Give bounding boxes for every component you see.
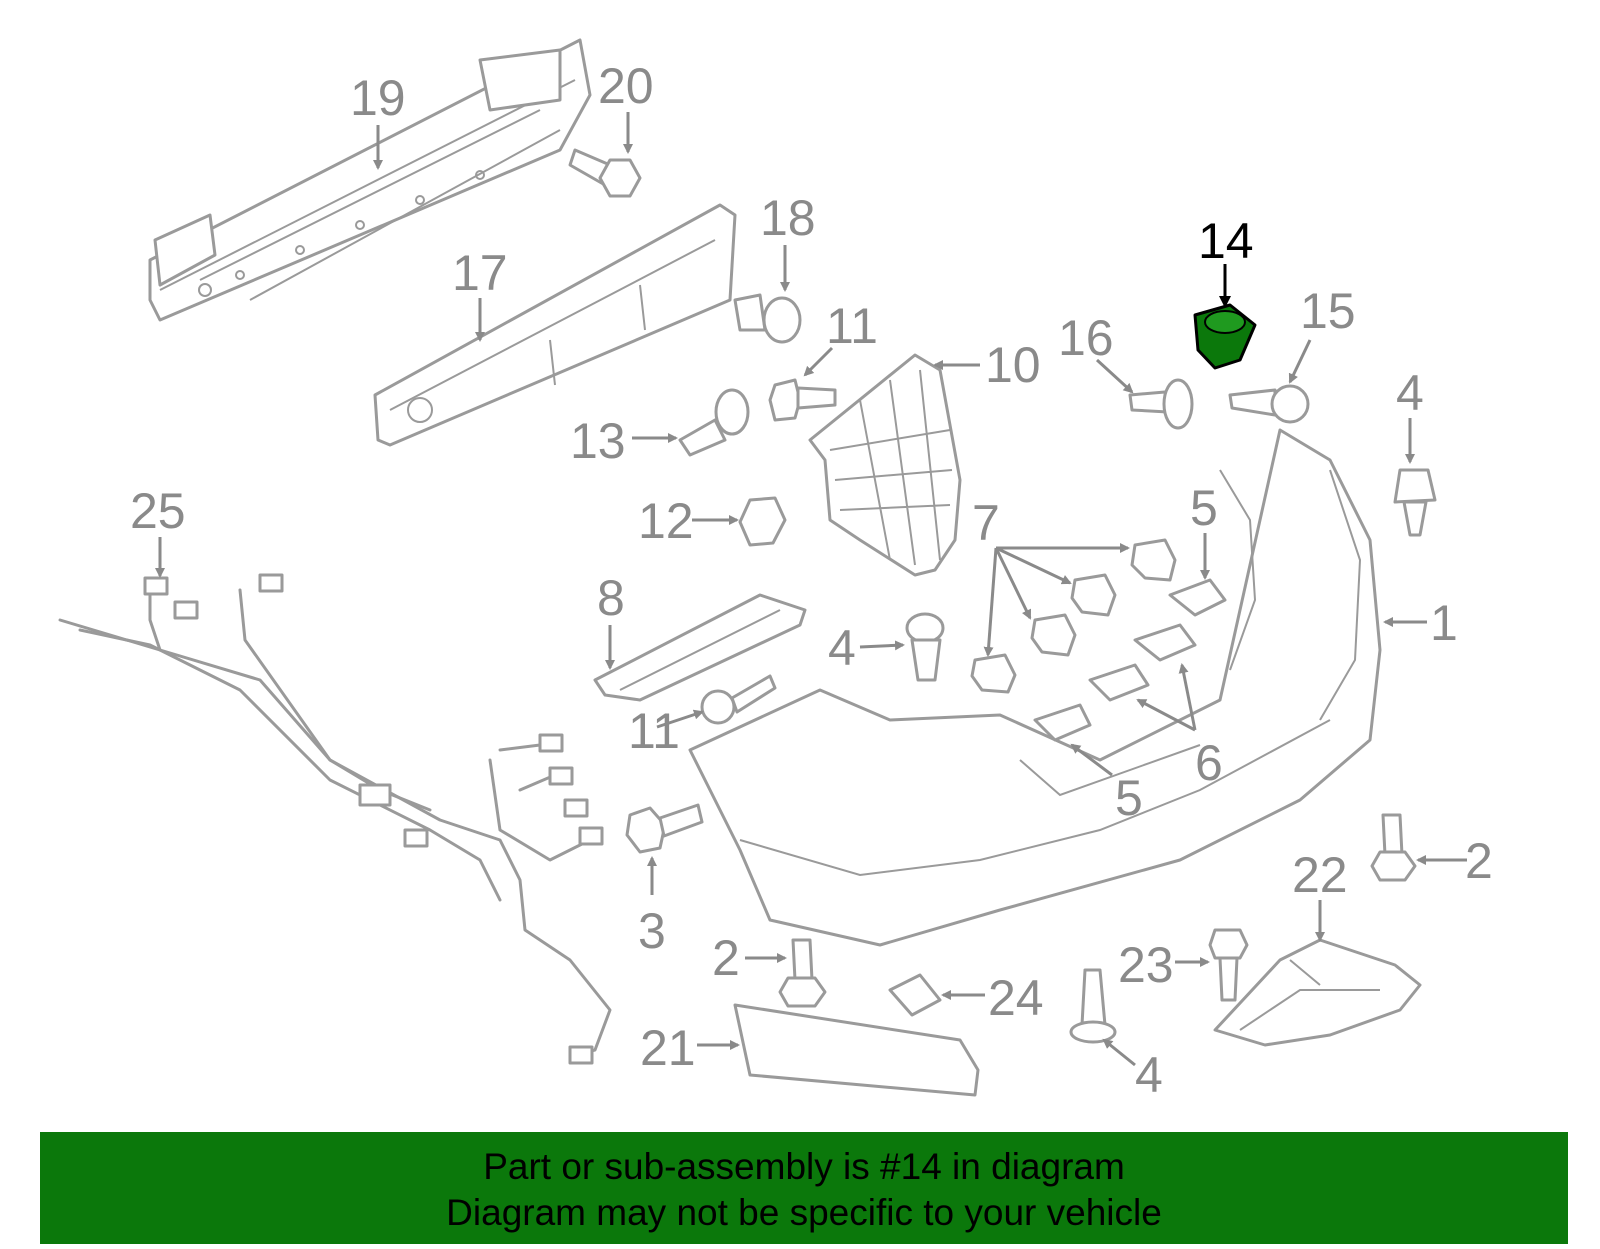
part-4-push-pin-middle xyxy=(905,612,945,682)
callout-24: 24 xyxy=(988,970,1044,1026)
part-12-nut xyxy=(738,496,787,547)
callout-15: 15 xyxy=(1300,283,1356,339)
callout-25: 25 xyxy=(130,483,186,539)
callout-12: 12 xyxy=(638,493,694,549)
part-5-6-retainers xyxy=(1033,578,1227,742)
callout-2-right: 2 xyxy=(1465,833,1493,889)
part-4-push-pin-right xyxy=(1393,468,1437,537)
callout-17: 17 xyxy=(452,245,508,301)
callout-23: 23 xyxy=(1118,937,1174,993)
info-banner: Part or sub-assembly is #14 in diagram D… xyxy=(40,1132,1568,1244)
callout-9: 11 xyxy=(628,703,680,759)
part-2-bolt-bottom xyxy=(778,938,827,1008)
callout-19: 19 xyxy=(350,70,406,126)
part-21-reflector xyxy=(733,1003,980,1097)
part-11-bolt xyxy=(768,378,837,422)
part-23-bolt xyxy=(1208,928,1249,1002)
callout-10: 10 xyxy=(985,337,1041,393)
part-2-bolt-right xyxy=(1370,813,1417,882)
part-10-bracket xyxy=(808,353,962,577)
part-7-clips xyxy=(970,538,1177,694)
callout-3: 3 xyxy=(638,903,666,959)
callout-4-bottom: 4 xyxy=(1135,1047,1163,1103)
callout-7: 7 xyxy=(972,495,1000,551)
callout-4-middle: 4 xyxy=(828,620,856,676)
callout-13: 13 xyxy=(570,413,626,469)
part-16-push-pin xyxy=(1128,378,1194,430)
banner-line-1: Part or sub-assembly is #14 in diagram xyxy=(483,1146,1125,1187)
callout-8: 8 xyxy=(597,570,625,626)
callout-14-highlighted: 14 xyxy=(1198,213,1254,269)
part-8-bracket xyxy=(593,593,807,702)
parts-diagram: 19 20 17 18 11 10 13 12 14 16 15 4 7 5 1… xyxy=(58,38,1493,1103)
part-18-push-pin xyxy=(733,293,802,344)
callout-6: 6 xyxy=(1195,735,1223,791)
callout-labels: 19 20 17 18 11 10 13 12 14 16 15 4 7 5 1… xyxy=(130,58,1493,1103)
callout-16: 16 xyxy=(1058,310,1114,366)
part-20-bolt xyxy=(568,148,642,198)
callout-20: 20 xyxy=(598,58,654,114)
part-13-push-pin xyxy=(678,388,750,457)
callout-1: 1 xyxy=(1430,595,1458,651)
callout-22: 22 xyxy=(1292,847,1348,903)
part-1-bumper-cover xyxy=(688,428,1382,947)
callout-5-bottom: 5 xyxy=(1115,770,1143,826)
banner-line-2: Diagram may not be specific to your vehi… xyxy=(446,1192,1162,1233)
part-17-energy-absorber xyxy=(373,203,737,447)
part-14-highlighted xyxy=(1193,303,1257,370)
leader-arrows xyxy=(155,112,1467,1067)
callout-11: 11 xyxy=(826,298,878,354)
callout-2-bottom: 2 xyxy=(712,930,740,986)
callout-21: 21 xyxy=(640,1020,696,1076)
callout-5-top: 5 xyxy=(1190,480,1218,536)
part-4-push-pin-bottom xyxy=(1069,968,1117,1044)
part-24-clip-nut xyxy=(888,973,942,1017)
part-19-reinforcement-beam xyxy=(148,38,592,322)
part-25-wiring-harness xyxy=(58,573,612,1065)
part-22-lamp xyxy=(1213,938,1422,1047)
part-3-bolt xyxy=(625,803,704,854)
part-15-screw xyxy=(1228,384,1310,424)
callout-4-right: 4 xyxy=(1396,365,1424,421)
part-9-screw xyxy=(700,674,777,725)
callout-18: 18 xyxy=(760,190,816,246)
